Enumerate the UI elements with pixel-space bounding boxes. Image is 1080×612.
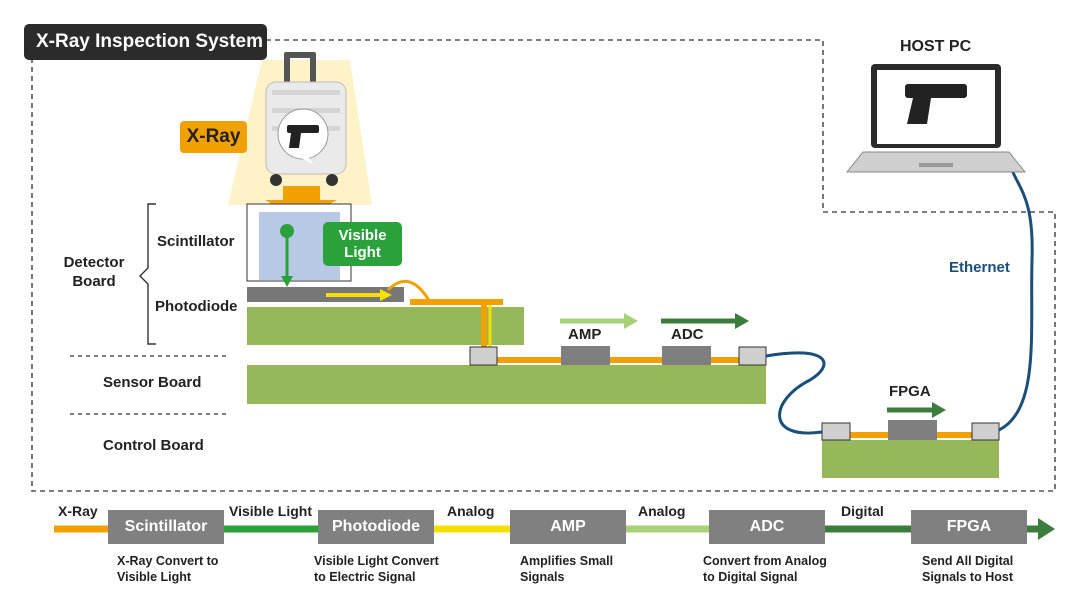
flow-link-analog-2: Analog [638,503,686,519]
amp-label: AMP [568,326,602,343]
page-title: X-Ray Inspection System [24,24,267,60]
flow-desc-photodiode: Visible Light Convert to Electric Signal [314,554,439,584]
visible-light-badge: Visible Light [323,222,402,266]
flow-link-xray: X-Ray [58,503,98,519]
xray-badge: X-Ray [180,121,247,153]
flow-link-visible-light: Visible Light [229,503,312,519]
laptop-icon [845,64,1027,173]
photodiode-label: Photodiode [155,298,238,315]
adc-label: ADC [671,326,704,343]
flow-stage-scintillator: Scintillator [108,510,224,544]
control-board-label: Control Board [103,437,204,454]
flow-link-analog-1: Analog [447,503,495,519]
sensor-board-label: Sensor Board [103,374,202,391]
flow-desc-amp: Amplifies Small Signals [520,554,614,584]
flow-link-digital: Digital [841,503,884,519]
flow-desc-scintillator: X-Ray Convert to Visible Light [117,554,219,584]
flow-stage-photodiode: Photodiode [318,510,434,544]
handgun-icon [277,108,329,164]
flow-desc-fpga: Send All Digital Signals to Host [922,554,1014,584]
host-pc-label: HOST PC [900,38,972,55]
fpga-label: FPGA [889,383,931,400]
ethernet-label: Ethernet [949,259,1010,276]
flow-stage-adc: ADC [709,510,825,544]
flow-stage-fpga: FPGA [911,510,1027,544]
flow-stage-amp: AMP [510,510,626,544]
flow-desc-adc: Convert from Analog to Digital Signal [703,554,827,584]
detector-board-label: Detector Board [63,254,125,290]
scintillator-label: Scintillator [157,233,235,250]
